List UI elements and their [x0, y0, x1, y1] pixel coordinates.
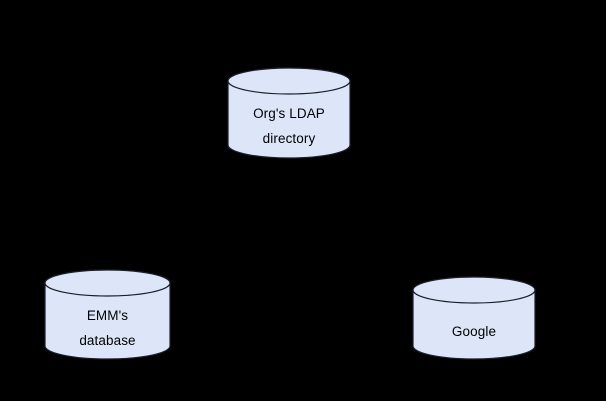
cylinder-shape-ldap — [227, 67, 351, 159]
node-emms-database[interactable]: EMM's database — [44, 269, 171, 360]
cylinder-shape-emm — [44, 269, 171, 360]
node-orgs-ldap-directory[interactable]: Org's LDAP directory — [227, 67, 351, 159]
node-google[interactable]: Google — [412, 276, 536, 360]
cylinder-shape-google — [412, 276, 536, 360]
